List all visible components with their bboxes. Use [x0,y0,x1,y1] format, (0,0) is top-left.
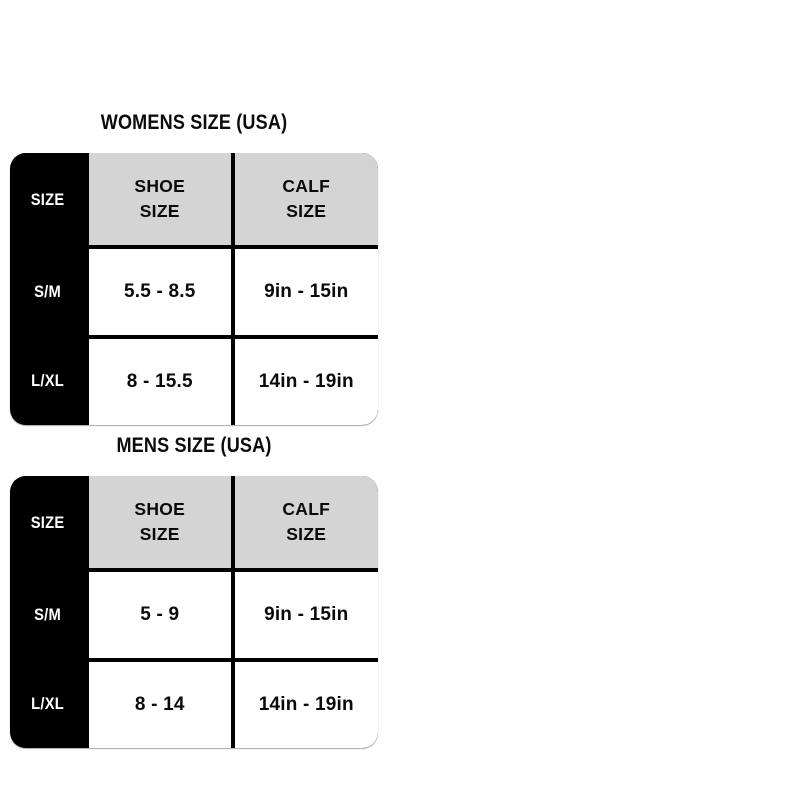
womens-row-label-lxl: L/XL [31,371,65,390]
womens-header-shoe-line2: SIZE [139,201,180,221]
mens-lxl-shoe-size: 8 - 14 [85,660,233,748]
womens-table-shell: SIZE SHOE SIZE CALF SIZE S/M 5.5 - [10,153,378,425]
mens-sm-shoe-size: 5 - 9 [85,570,233,662]
womens-row-label-sm: S/M [34,282,62,301]
table-header-row: SIZE SHOE SIZE CALF SIZE [10,153,378,249]
mens-header-shoe-line1: SHOE [134,499,186,519]
mens-row-label-lxl-cell: L/XL [12,660,85,748]
womens-chart-title: WOMENS SIZE (USA) [100,111,288,134]
table-row: S/M 5 - 9 9in - 15in [10,570,378,662]
mens-header-shoe-size: SHOE SIZE [85,476,233,572]
womens-sm-calf-size: 9in - 15in [230,247,378,339]
womens-lxl-shoe-size: 8 - 15.5 [85,337,233,425]
womens-header-shoe-line1: SHOE [134,176,186,196]
mens-sm-calf-size: 9in - 15in [230,570,378,662]
mens-header-shoe-line2: SIZE [139,524,180,544]
mens-row-label-sm-cell: S/M [12,570,85,660]
womens-header-calf-line1: CALF [282,176,331,196]
womens-size-chart: WOMENS SIZE (USA) SIZE SHOE SIZE CALF SI… [10,108,378,425]
table-row: S/M 5.5 - 8.5 9in - 15in [10,247,378,339]
womens-corner-label: SIZE [30,190,65,209]
mens-header-calf-size: CALF SIZE [230,476,378,572]
mens-header-calf-line2: SIZE [286,524,327,544]
womens-sm-shoe-size: 5.5 - 8.5 [85,247,233,339]
table-row: L/XL 8 - 15.5 14in - 19in [10,337,378,425]
table-header-row: SIZE SHOE SIZE CALF SIZE [10,476,378,572]
womens-corner-label-cell: SIZE [12,153,85,247]
mens-table-shell: SIZE SHOE SIZE CALF SIZE S/M 5 - 9 [10,476,378,748]
womens-lxl-calf-size: 14in - 19in [230,337,378,425]
womens-header-calf-line2: SIZE [286,201,327,221]
mens-header-calf-line1: CALF [282,499,331,519]
table-row: L/XL 8 - 14 14in - 19in [10,660,378,748]
womens-size-table: SIZE SHOE SIZE CALF SIZE S/M 5.5 - [10,153,378,425]
mens-size-chart: MENS SIZE (USA) SIZE SHOE SIZE CALF SIZE [10,431,378,748]
mens-corner-label: SIZE [30,513,65,532]
womens-row-label-lxl-cell: L/XL [12,337,85,425]
mens-row-label-sm: S/M [34,605,62,624]
mens-row-label-lxl: L/XL [31,694,65,713]
womens-header-shoe-size: SHOE SIZE [85,153,233,249]
womens-row-label-sm-cell: S/M [12,247,85,337]
mens-lxl-calf-size: 14in - 19in [230,660,378,748]
mens-chart-title: MENS SIZE (USA) [116,434,272,457]
mens-corner-label-cell: SIZE [12,476,85,570]
mens-size-table: SIZE SHOE SIZE CALF SIZE S/M 5 - 9 [10,476,378,748]
womens-header-calf-size: CALF SIZE [230,153,378,249]
